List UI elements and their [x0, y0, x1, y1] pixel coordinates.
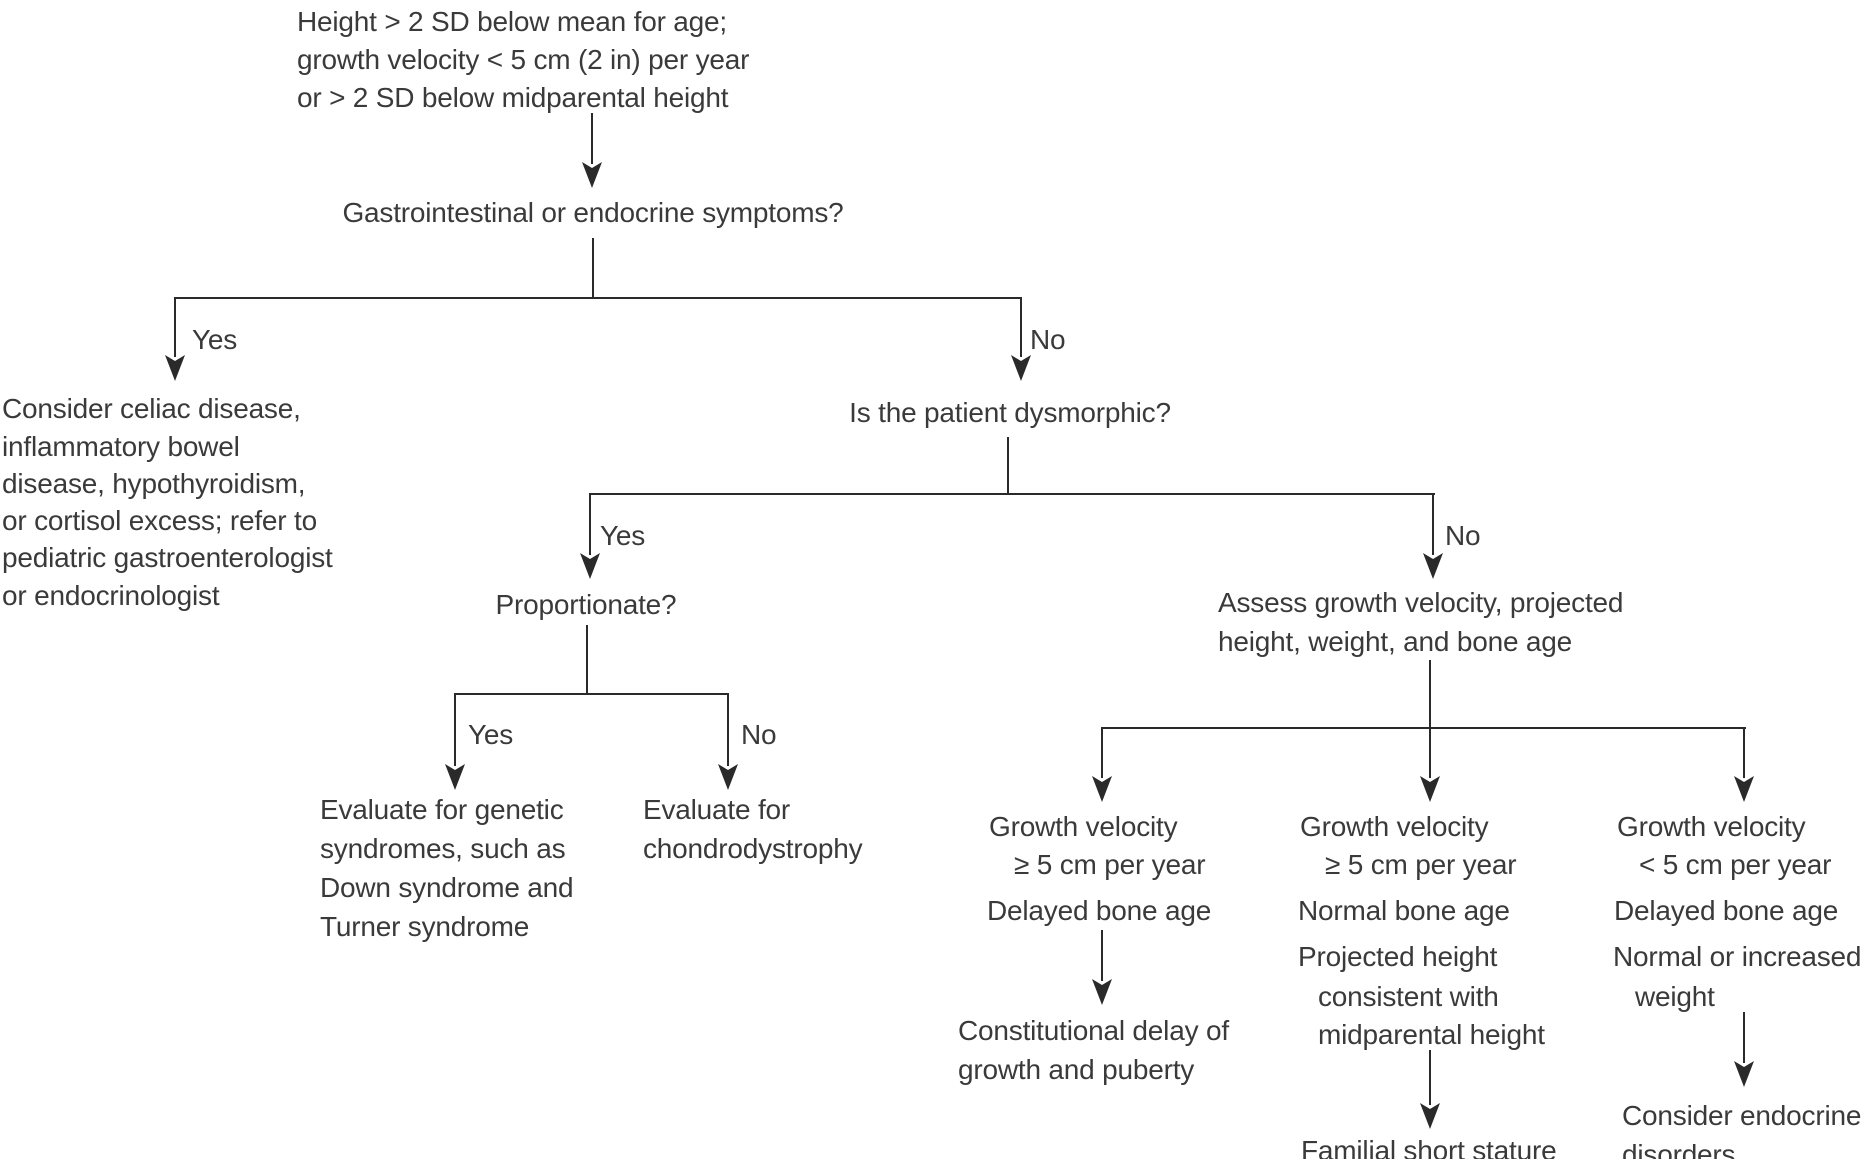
branch-dysmorphic-horizontal: [589, 493, 1435, 495]
arrow-down-icon: [1733, 1061, 1755, 1087]
connector-assess-stem: [1429, 660, 1431, 728]
connector-proportionate-no: [727, 693, 729, 766]
connector-proportionate-stem: [586, 625, 588, 694]
connector-delay-outcome: [1101, 930, 1103, 981]
label-yes-proportionate: Yes: [468, 719, 514, 750]
label-yes-symptoms: Yes: [192, 324, 238, 355]
outcome-endocrine-line-2: disorders: [1622, 1139, 1736, 1159]
connector-familial-outcome: [1429, 1050, 1431, 1105]
col-endocrine-finding-5: weight: [1635, 981, 1715, 1012]
branch-symptoms-horizontal: [174, 297, 1022, 299]
connector-dysmorphic-yes: [589, 493, 591, 555]
outcome-gi-line-1: Consider celiac disease,: [2, 393, 301, 424]
arrow-down-icon: [717, 764, 739, 790]
outcome-gi-line-6: or endocrinologist: [2, 580, 220, 611]
outcome-genetic-line-1: Evaluate for genetic: [320, 794, 564, 825]
connector-endocrine-outcome: [1743, 1012, 1745, 1063]
connector-dysmorphic-no: [1432, 493, 1434, 555]
branch-assess-horizontal: [1101, 727, 1746, 729]
arrow-down-icon: [581, 162, 603, 188]
label-no-symptoms: No: [1030, 324, 1066, 355]
outcome-delay-line-2: growth and puberty: [958, 1054, 1195, 1085]
col-familial-finding-3: Normal bone age: [1298, 895, 1510, 926]
outcome-gi-line-2: inflammatory bowel: [2, 431, 240, 462]
arrow-down-icon: [1091, 979, 1113, 1005]
arrow-down-icon: [444, 764, 466, 790]
arrow-down-icon: [1419, 1103, 1441, 1129]
outcome-endocrine-line-1: Consider endocrine: [1622, 1100, 1862, 1131]
connector-col-delay: [1101, 727, 1103, 778]
arrow-down-icon: [1091, 776, 1113, 802]
node-assess-line-2: height, weight, and bone age: [1218, 626, 1573, 657]
col-familial-finding-2: ≥ 5 cm per year: [1325, 849, 1517, 880]
col-familial-finding-4: Projected height: [1298, 941, 1498, 972]
connector-symptoms-stem: [592, 238, 594, 299]
node-assess-line-1: Assess growth velocity, projected: [1218, 587, 1624, 618]
outcome-chondro-line-1: Evaluate for: [643, 794, 791, 825]
outcome-genetic-line-3: Down syndrome and: [320, 872, 574, 903]
col-delay-finding-1: Growth velocity: [989, 811, 1178, 842]
criteria-line-2: growth velocity < 5 cm (2 in) per year: [297, 44, 750, 75]
question-gi-endocrine-symptoms: Gastrointestinal or endocrine symptoms?: [342, 197, 844, 228]
criteria-line-3: or > 2 SD below midparental height: [297, 82, 729, 113]
connector-symptoms-yes: [174, 297, 176, 357]
outcome-genetic-line-4: Turner syndrome: [320, 911, 530, 942]
arrow-down-icon: [1419, 776, 1441, 802]
col-familial-finding-6: midparental height: [1318, 1019, 1545, 1050]
arrow-down-icon: [164, 355, 186, 381]
outcome-gi-line-3: disease, hypothyroidism,: [2, 468, 306, 499]
criteria-line-1: Height > 2 SD below mean for age;: [297, 6, 727, 37]
question-proportionate: Proportionate?: [495, 589, 677, 620]
branch-proportionate-horizontal: [454, 693, 729, 695]
outcome-delay-line-1: Constitutional delay of: [958, 1015, 1229, 1046]
connector-proportionate-yes: [454, 693, 456, 766]
outcome-familial-line-1: Familial short stature: [1301, 1135, 1557, 1159]
col-endocrine-finding-4: Normal or increased: [1613, 941, 1862, 972]
question-dysmorphic: Is the patient dysmorphic?: [849, 397, 1171, 428]
outcome-chondro-line-2: chondrodystrophy: [643, 833, 863, 864]
arrow-down-icon: [579, 553, 601, 579]
connector-col-endocrine: [1743, 727, 1745, 778]
outcome-gi-line-4: or cortisol excess; refer to: [2, 505, 317, 536]
col-delay-finding-2: ≥ 5 cm per year: [1014, 849, 1206, 880]
col-delay-finding-3: Delayed bone age: [987, 895, 1212, 926]
arrow-down-icon: [1422, 553, 1444, 579]
col-endocrine-finding-1: Growth velocity: [1617, 811, 1806, 842]
connector-dysmorphic-stem: [1007, 437, 1009, 494]
connector-symptoms-no: [1020, 297, 1022, 357]
label-no-dysmorphic: No: [1445, 520, 1481, 551]
label-no-proportionate: No: [741, 719, 777, 750]
connector-col-familial: [1429, 727, 1431, 778]
label-yes-dysmorphic: Yes: [600, 520, 646, 551]
col-familial-finding-1: Growth velocity: [1300, 811, 1489, 842]
col-familial-finding-5: consistent with: [1318, 981, 1499, 1012]
arrow-down-icon: [1010, 355, 1032, 381]
col-endocrine-finding-3: Delayed bone age: [1614, 895, 1839, 926]
outcome-genetic-line-2: syndromes, such as: [320, 833, 566, 864]
arrow-down-icon: [1733, 776, 1755, 802]
connector-criteria-to-symptoms: [591, 113, 593, 164]
col-endocrine-finding-2: < 5 cm per year: [1639, 849, 1832, 880]
outcome-gi-line-5: pediatric gastroenterologist: [2, 542, 333, 573]
